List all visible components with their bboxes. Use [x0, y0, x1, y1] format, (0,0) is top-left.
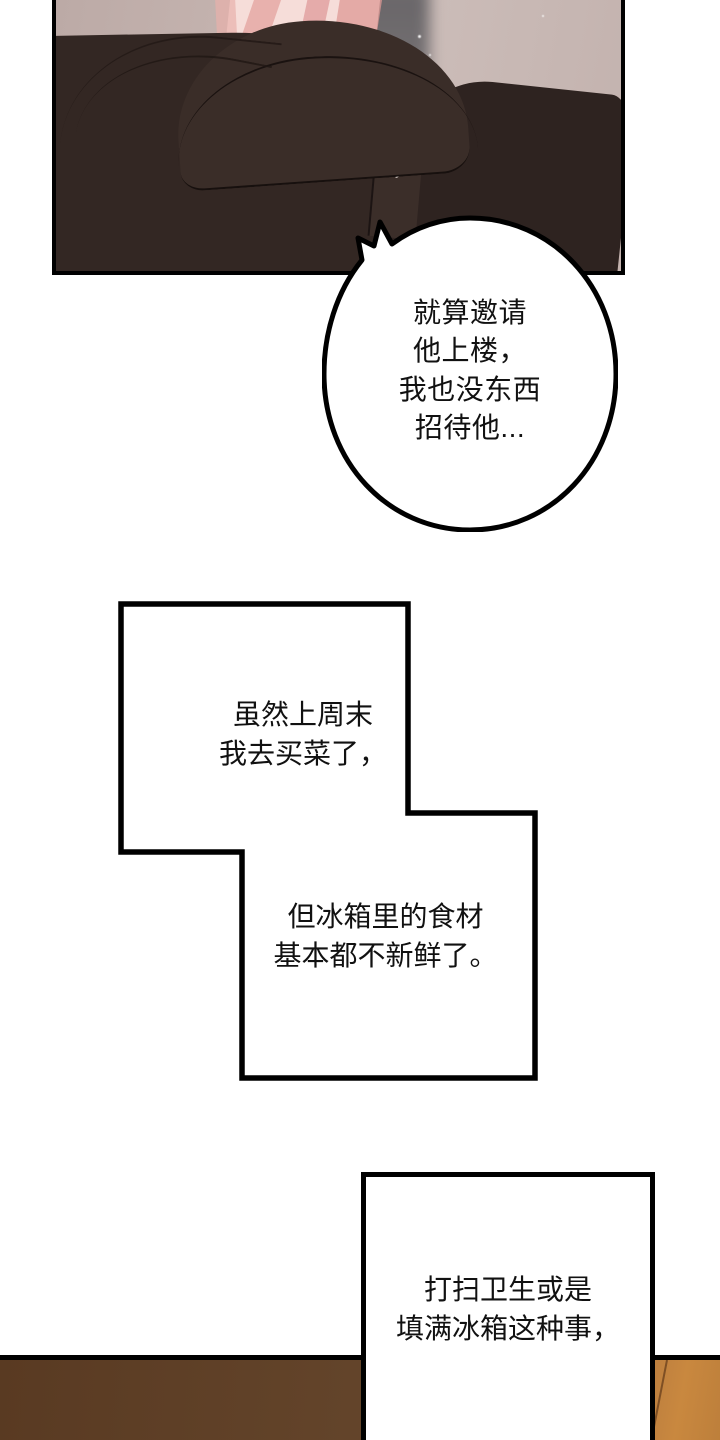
- sparkle-speck: [417, 34, 421, 38]
- caption-text-bottom: 打扫卫生或是 填满冰箱这种事，: [395, 1274, 620, 1345]
- thought-bubble-ellipse: 就算邀请 他上楼， 我也没东西 招待他...: [322, 212, 618, 532]
- character-shoulder-panel: [52, 0, 625, 275]
- stepped-box-outline-path: [118, 601, 538, 1081]
- sparkle-speck: [428, 53, 431, 56]
- sparkle-speck: [541, 15, 544, 18]
- stepped-caption-box: 虽然上周末 我去买菜了， 但冰箱里的食材 基本都不新鲜了。: [118, 601, 538, 1081]
- caption-text-lower: 但冰箱里的食材 基本都不新鲜了。: [273, 901, 498, 972]
- caption-text-upper: 虽然上周末 我去买菜了，: [218, 699, 387, 770]
- panel-artwork: [56, 0, 621, 271]
- bubble-outline-path: [322, 215, 618, 532]
- bubble-text-ellipse: 就算邀请 他上楼， 我也没东西 招待他...: [398, 297, 542, 444]
- bottom-caption-box: 打扫卫生或是 填满冰箱这种事，: [361, 1172, 655, 1440]
